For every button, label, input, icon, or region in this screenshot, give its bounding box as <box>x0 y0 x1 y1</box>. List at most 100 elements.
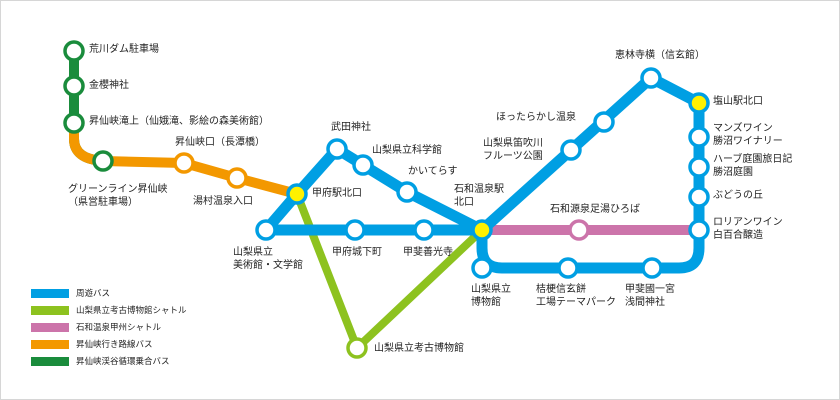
stop-label-line: 恵林寺横（信玄館） <box>615 50 705 61</box>
stop-label-line: フルーツ公園 <box>483 150 543 162</box>
stop-label-hakubutsukan: 山梨県立博物館 <box>471 284 511 309</box>
stop-marker-enzan-north[interactable] <box>688 92 710 114</box>
stop-label-line: 山梨県笛吹川 <box>483 138 543 149</box>
stop-marker-ichinomiya[interactable] <box>641 257 663 279</box>
stop-label-shosenkyo-guchi: 昇仙峡口（長潭橋） <box>175 137 265 150</box>
stop-label-greenline: グリーンライン昇仙峡（県営駐車場） <box>68 184 168 209</box>
stop-marker-bijutsukan[interactable] <box>255 219 277 241</box>
stop-label-line: （県営駐車場） <box>68 196 138 208</box>
stop-label-line: 石和源泉足湯ひろば <box>550 204 640 215</box>
stop-marker-lorian-wine[interactable] <box>688 219 710 241</box>
stop-marker-budou-oka[interactable] <box>688 186 710 208</box>
stop-label-line: ほったらかし温泉 <box>496 112 576 123</box>
stop-label-line: ぶどうの丘 <box>713 190 763 201</box>
stop-label-line: 山梨県立 <box>233 247 273 258</box>
stop-label-line: 勝沼ワイナリー <box>713 135 783 147</box>
stop-label-ashiyu: 石和源泉足湯ひろば <box>550 204 640 217</box>
stop-marker-takeda[interactable] <box>326 138 348 160</box>
stop-label-line: 金櫻神社 <box>89 80 129 91</box>
stop-marker-fuefuki[interactable] <box>560 139 582 161</box>
stop-label-line: 昇仙峡滝上（仙娥滝、影絵の森美術館） <box>89 116 269 127</box>
stop-label-line: ハーブ庭園旅日記 <box>713 154 793 165</box>
stop-label-line: 甲府城下町 <box>332 247 382 258</box>
legend-label: 周遊バス <box>76 289 111 299</box>
stop-marker-erinji[interactable] <box>640 67 662 89</box>
stop-label-line: 北口 <box>454 196 474 208</box>
stop-label-line: 工場テーマパーク <box>536 296 616 308</box>
stop-label-line: マンズワイン <box>713 123 773 134</box>
stop-label-kofu-jokamachi: 甲府城下町 <box>332 247 382 260</box>
stop-marker-yumura[interactable] <box>226 167 248 189</box>
stop-marker-kikyo-shingen[interactable] <box>557 257 579 279</box>
stop-label-kaiterasu: かいてらす <box>408 166 458 179</box>
stop-label-line: 桔梗信玄餅 <box>536 284 586 295</box>
route-line-shosenkyo-bus <box>69 118 302 199</box>
stop-label-line: 甲斐國一宮 <box>625 284 675 295</box>
legend-swatch <box>31 340 69 349</box>
stop-label-line: グリーンライン昇仙峡 <box>68 184 168 195</box>
stop-label-line: 勝沼庭園 <box>713 166 753 178</box>
stop-label-line: 山梨県立科学館 <box>372 145 442 156</box>
stop-label-kofu-north: 甲府駅北口 <box>312 188 362 201</box>
stop-marker-hakubutsukan[interactable] <box>471 257 493 279</box>
legend-label: 昇仙峡行き路線バス <box>76 340 153 350</box>
stop-label-kagakukan: 山梨県立科学館 <box>372 145 442 158</box>
stop-marker-shosenkyo-takiue[interactable] <box>63 112 85 134</box>
legend-label: 山梨県立考古博物館シャトル <box>76 306 187 316</box>
stop-marker-shosenkyo-guchi[interactable] <box>173 152 195 174</box>
stop-marker-kaiterasu[interactable] <box>396 181 418 203</box>
stop-label-line: 荒川ダム駐車場 <box>89 44 159 55</box>
stop-label-line: 美術館・文学館 <box>233 259 303 271</box>
stop-label-erinji: 恵林寺横（信玄館） <box>615 50 705 63</box>
stop-marker-kagakukan[interactable] <box>352 154 374 176</box>
stop-label-budou-oka: ぶどうの丘 <box>713 190 763 203</box>
legend-swatch <box>31 357 69 366</box>
stop-label-kouko-museum: 山梨県立考古博物館 <box>374 343 464 356</box>
stop-label-line: 浅間神社 <box>625 296 665 308</box>
stop-marker-hottarakashi[interactable] <box>593 111 615 133</box>
stop-label-arakawa-dam: 荒川ダム駐車場 <box>89 44 159 57</box>
stop-label-line: かいてらす <box>408 166 458 177</box>
stop-label-hottarakashi: ほったらかし温泉 <box>496 112 576 125</box>
stop-marker-herb-garden[interactable] <box>688 156 710 178</box>
stop-label-line: 山梨県立 <box>471 284 511 295</box>
stop-label-line: 博物館 <box>471 296 501 308</box>
stop-marker-greenline[interactable] <box>92 150 114 172</box>
stop-label-enzan-north: 塩山駅北口 <box>713 96 763 109</box>
stop-label-lorian-wine: ロリアンワイン白百合醸造 <box>713 217 783 242</box>
stop-label-mans-wine: マンズワイン勝沼ワイナリー <box>713 123 783 148</box>
route-line-circular <box>476 72 705 274</box>
stop-marker-kofu-jokamachi[interactable] <box>344 219 366 241</box>
stop-marker-kofu-north[interactable] <box>286 183 308 205</box>
stop-marker-kinzakura[interactable] <box>63 75 85 97</box>
legend-swatch <box>31 323 69 332</box>
legend-swatch <box>31 306 69 315</box>
stop-marker-mans-wine[interactable] <box>688 126 710 148</box>
legend-label: 石和温泉甲州シャトル <box>76 323 162 333</box>
stop-label-ichinomiya: 甲斐國一宮浅間神社 <box>625 284 675 309</box>
stop-label-bijutsukan: 山梨県立美術館・文学館 <box>233 247 303 272</box>
stop-label-kinzakura: 金櫻神社 <box>89 80 129 93</box>
legend-swatch <box>31 289 69 298</box>
stop-label-kikyo-shingen: 桔梗信玄餅工場テーマパーク <box>536 284 616 309</box>
stop-marker-isawa-north[interactable] <box>471 219 493 241</box>
stop-label-herb-garden: ハーブ庭園旅日記勝沼庭園 <box>713 154 792 179</box>
stop-label-isawa-north: 石和温泉駅北口 <box>454 184 504 209</box>
stop-label-yumura: 湯村温泉入口 <box>193 196 253 209</box>
stop-label-line: 湯村温泉入口 <box>193 196 253 207</box>
stop-label-takeda: 武田神社 <box>331 122 371 135</box>
stop-label-line: 石和温泉駅 <box>454 184 504 195</box>
stop-label-fuefuki: 山梨県笛吹川フルーツ公園 <box>483 138 543 163</box>
stop-label-zenkoji: 甲斐善光寺 <box>403 247 453 260</box>
stop-marker-ashiyu[interactable] <box>568 219 590 241</box>
stop-label-line: 白百合醸造 <box>713 229 763 241</box>
stop-marker-arakawa-dam[interactable] <box>63 40 85 62</box>
stop-marker-kouko-museum[interactable] <box>346 337 368 359</box>
stop-marker-zenkoji[interactable] <box>413 219 435 241</box>
stop-label-line: ロリアンワイン <box>713 217 783 228</box>
stop-label-line: 甲斐善光寺 <box>403 247 453 258</box>
stop-label-line: 山梨県立考古博物館 <box>374 343 464 354</box>
stop-label-shosenkyo-takiue: 昇仙峡滝上（仙娥滝、影絵の森美術館） <box>89 116 269 129</box>
stop-label-line: 武田神社 <box>331 122 371 133</box>
